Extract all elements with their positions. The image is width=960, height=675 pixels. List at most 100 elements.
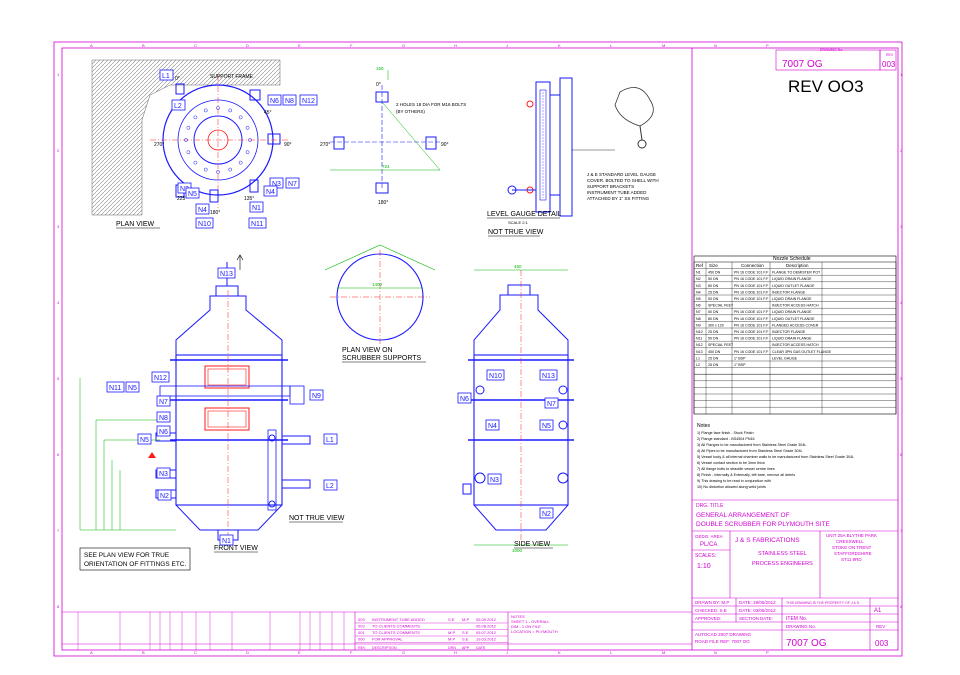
svg-text:150: 150	[376, 66, 384, 71]
schedule-cell: LIQUID DRAIN FLANGE	[772, 310, 812, 314]
schedule-cell: SPECIAL FEET	[708, 343, 734, 347]
schedule-cell: N13	[696, 350, 703, 354]
note-item: 6) Vessel contact section to be 3mm thic…	[697, 461, 765, 465]
revision-header: REV	[358, 646, 366, 650]
grid-col-label: P	[766, 650, 769, 655]
schedule-cell: N8	[696, 317, 701, 321]
grid-row-label: 5	[57, 376, 60, 381]
bolt-hole	[186, 150, 191, 155]
schedule-cell: N9	[696, 323, 701, 327]
plan-view-title: PLAN VIEW	[116, 221, 155, 228]
grid-col-label: B	[142, 650, 145, 655]
grid-row-label: 6	[57, 452, 60, 457]
schedule-cell: N1	[696, 271, 701, 275]
scrubber-plan-title-1: PLAN VIEW ON	[342, 347, 393, 354]
note-item: 2) Flange standard - BS4504 PN16	[697, 437, 755, 441]
level-gauge-detail-title: LEVEL GAUGE DETAIL	[487, 211, 562, 218]
plan-bolt-circle	[184, 106, 252, 174]
schedule-cell: PN 16 CODE 101 F.F	[734, 297, 769, 301]
nozzle-tag-box	[539, 369, 558, 381]
nozzle-tag-box	[137, 433, 152, 445]
nozzle-tag-label: N5	[188, 191, 197, 198]
grid-col-label: A	[90, 43, 93, 48]
grid-row-label: 4	[900, 300, 903, 305]
nozzle-tag-label: L1	[326, 437, 334, 444]
autocad-line1: AUTOCAD 2007 DRAWING	[695, 632, 752, 637]
grid-row-label: 7	[900, 528, 903, 533]
note-item: 7) All flange bolts to straddle vessel c…	[697, 467, 775, 471]
checked-by: CHECKED: S.E	[695, 608, 727, 613]
see-plan-note-1: SEE PLAN VIEW FOR TRUE	[84, 552, 170, 559]
schedule-cell: N12	[696, 343, 703, 347]
front-view-title: FRONT VIEW	[214, 545, 258, 552]
nozzle-tag-label: N7	[547, 401, 556, 408]
drawing-number-top: 7007 OG	[782, 59, 823, 70]
revision-cell: TO CLIENTS COMMENTS	[372, 630, 420, 635]
revision-cell: 05.09.2012	[476, 617, 497, 622]
grid-col-label: N	[714, 43, 717, 48]
revision-header: DRN	[448, 646, 456, 650]
nozzle-tag-label: N11	[251, 221, 263, 228]
rev-banner: REV OO3	[788, 77, 864, 96]
address-line: STAFFORDSHIRE	[834, 551, 872, 556]
company-name: J & S FABRICATIONS	[735, 537, 800, 544]
grid-col-label: K	[558, 650, 561, 655]
schedule-cell: 25 DN	[708, 356, 719, 360]
angle-label: 45°	[264, 110, 272, 116]
note-item: 4) All Pipes to be manufactured from Sta…	[697, 449, 803, 453]
gedg-area-label: GEDG. AREA	[695, 534, 723, 539]
angle-label: 135°	[244, 196, 254, 202]
revision-header: APP	[462, 646, 470, 650]
date-label: DATE:	[760, 616, 773, 621]
grid-col-label: J	[506, 43, 508, 48]
nozzle-tag-box	[217, 267, 236, 279]
schedule-cell: 300 x 120	[708, 323, 724, 327]
nozzle-tag-box	[195, 203, 210, 215]
schedule-header: Size	[709, 263, 718, 268]
support-bracket-plan: 150 2 HOLES 18 DIA FOR M16 BOLTS (BY OTH…	[320, 66, 466, 206]
grid-col-label: D	[246, 650, 249, 655]
grid-col-label: L	[610, 650, 613, 655]
company-line2: STAINLESS STEEL	[758, 551, 807, 557]
level-gauge-scale: SCALE 2:1	[508, 220, 529, 225]
nozzle-tag-box	[151, 371, 170, 383]
bolt-hole	[238, 115, 243, 120]
grid-col-label: C	[194, 650, 197, 655]
nozzle-tag-label: N6	[270, 98, 279, 105]
schedule-cell: 1" BSP	[734, 356, 746, 360]
nozzle-tag-box	[185, 187, 200, 199]
nozzle-tag-box	[248, 217, 267, 229]
schedule-cell: 450 DN	[708, 350, 721, 354]
revision-block: NOTES SHEET 1 - OVERALL DIM - 1 ON FILE …	[62, 611, 692, 650]
revision-cell: S.E	[448, 617, 455, 622]
grid-row-label: 3	[900, 224, 903, 229]
note-item: 9) This drawing to be read in conjunctio…	[697, 479, 771, 483]
grid-row-label: 5	[900, 376, 903, 381]
schedule-cell: LIQUID DRAIN FLANGE	[772, 337, 812, 341]
approved-label: APPROVED:	[695, 616, 721, 621]
schedule-cell: PN 16 CODE 101 F.F	[734, 290, 769, 294]
grid-col-label: M	[662, 43, 665, 48]
schedule-cell: 50 DN	[708, 337, 719, 341]
nozzle-tag-label: N9	[312, 393, 321, 400]
revision-cell: INSTRUMENT TUBE ADDED	[372, 617, 425, 622]
grid-row-label: 3	[57, 224, 60, 229]
rev-notes-label: NOTES	[511, 614, 525, 619]
nozzle-tag-box	[487, 473, 502, 485]
grid-col-label: E	[298, 650, 301, 655]
schedule-cell: N11	[696, 337, 702, 341]
svg-text:0°: 0°	[376, 82, 381, 88]
schedule-cell: 1" BSP	[734, 363, 746, 367]
schedule-cell: LIQUID OUTLET FLANGE	[772, 317, 815, 321]
nozzle-tag-box	[156, 411, 171, 423]
schedule-cell: FLANGED ACCESS COVER	[772, 323, 819, 327]
nozzle-tag-box	[544, 397, 559, 409]
schedule-cell: LIQUID DRAIN FLANGE	[772, 297, 812, 301]
grid-col-label: H	[454, 43, 457, 48]
nozzle-tag-label: N5	[542, 423, 551, 430]
sheet-size: A1	[874, 608, 882, 614]
title-block: DRG. TITLE GENERAL ARRANGEMENT OF DOUBLE…	[692, 499, 898, 650]
grid-col-label: A	[90, 650, 93, 655]
